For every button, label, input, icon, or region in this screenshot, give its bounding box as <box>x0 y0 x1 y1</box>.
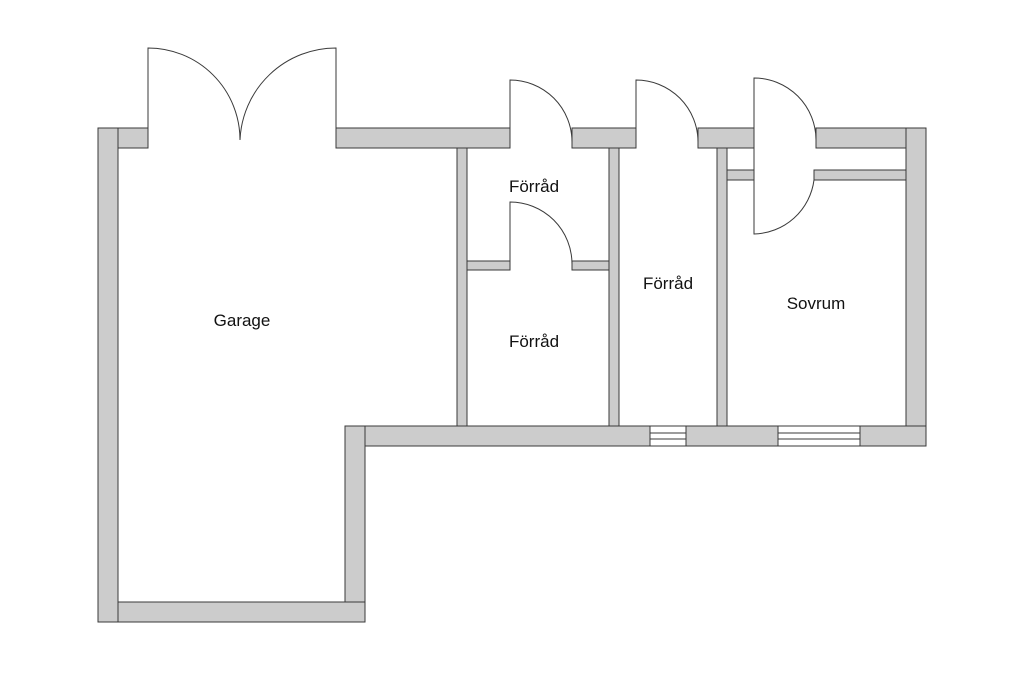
storage-bottom-door-icon <box>509 201 573 270</box>
wall-storage-column-2 <box>716 147 728 427</box>
wall-bedroom-top-right <box>813 169 907 181</box>
wall-top-garage-right <box>335 127 511 149</box>
wall-storage-divider-left <box>466 260 511 271</box>
wall-storage-column-1 <box>608 147 620 427</box>
room-labels: Garage Förråd Förråd Förråd Sovrum <box>214 177 846 351</box>
room-label-storage-middle: Förråd <box>643 274 693 293</box>
garage-double-door-icon <box>147 47 337 141</box>
interior-walls <box>456 147 907 427</box>
storage-top-door-icon <box>509 79 573 148</box>
doors <box>147 47 817 270</box>
window-bedroom-icon <box>777 425 861 447</box>
room-label-storage-top: Förråd <box>509 177 559 196</box>
wall-garage-extension-right <box>344 425 366 623</box>
wall-bottom-between-windows <box>685 425 779 447</box>
wall-right <box>905 127 927 447</box>
room-label-storage-bottom: Förråd <box>509 332 559 351</box>
wall-top-mid-1 <box>571 127 637 149</box>
wall-top-mid-2 <box>697 127 755 149</box>
bedroom-door-icon <box>753 77 817 235</box>
window-storage-icon <box>649 425 687 447</box>
wall-garage-bottom <box>97 601 366 623</box>
wall-storage-divider-right <box>571 260 610 271</box>
wall-garage-partition <box>456 147 468 427</box>
windows <box>649 425 861 447</box>
room-label-bedroom: Sovrum <box>787 294 846 313</box>
room-label-garage: Garage <box>214 311 271 330</box>
wall-left <box>97 127 119 623</box>
wall-bedroom-top-left <box>726 169 755 181</box>
wall-bottom-left-section <box>344 425 651 447</box>
wall-bottom-right-end <box>859 425 927 447</box>
storage-middle-door-icon <box>635 79 699 148</box>
